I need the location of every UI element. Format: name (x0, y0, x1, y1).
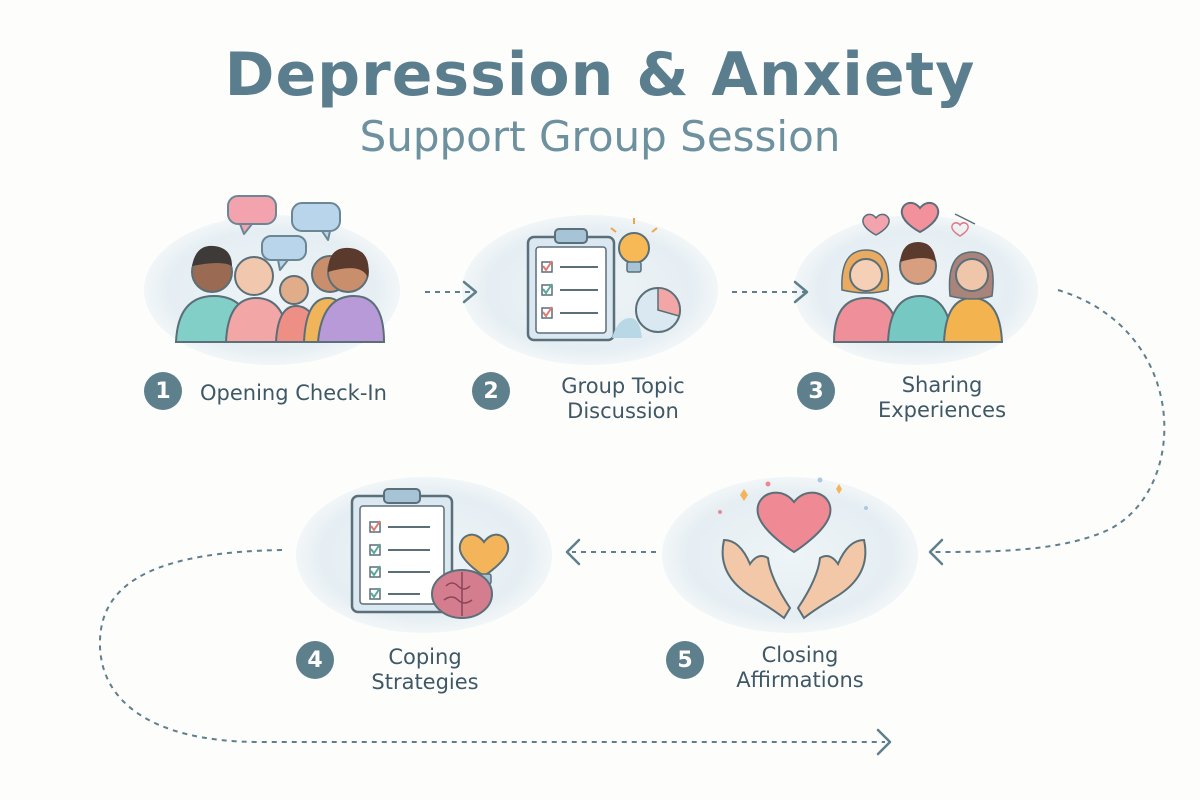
step-3-label-line-1: Sharing (901, 373, 983, 397)
checklist-brain-icon (350, 488, 510, 619)
hands-heart-icon (718, 477, 868, 620)
step-4-label: Coping Strategies (350, 645, 500, 695)
step-1-badge: 1 (144, 372, 182, 410)
step-3-label: Sharing Experiences (852, 373, 1032, 423)
step-2-label-line-2: Discussion (567, 399, 679, 423)
step-4-label-line-2: Strategies (371, 670, 479, 694)
step-2-label-line-1: Group Topic (561, 374, 685, 398)
step-3-illustration (794, 201, 1038, 365)
step-5-label-line-2: Affirmations (736, 668, 864, 692)
step-5-illustration (662, 477, 918, 633)
arrow-1-to-2 (425, 280, 478, 304)
step-4-illustration (296, 477, 552, 633)
step-3-label-line-2: Experiences (877, 398, 1007, 422)
arrow-3-to-5 (928, 289, 1166, 566)
arrow-2-to-3 (732, 280, 809, 304)
step-4-badge: 4 (296, 641, 334, 679)
step-2-badge: 2 (472, 372, 510, 410)
page-subtitle: Support Group Session (359, 112, 841, 161)
step-5-label: Closing Affirmations (720, 643, 880, 693)
step-1-label: Opening Check-In (200, 381, 387, 405)
arrow-5-to-4 (565, 538, 656, 566)
people-talking-icon (174, 195, 386, 343)
step-4-label-line-1: Coping (388, 645, 462, 669)
step-2-illustration (462, 215, 718, 365)
step-1-illustration (144, 195, 400, 365)
step-5-badge: 5 (666, 641, 704, 679)
flow-connectors (98, 280, 1166, 756)
people-hearts-icon (832, 201, 1004, 343)
step-3-badge: 3 (797, 372, 835, 410)
clipboard-lightbulb-icon (526, 218, 681, 342)
step-2-label: Group Topic Discussion (528, 374, 718, 424)
page-title: Depression & Anxiety (224, 40, 976, 110)
arrow-4-to-end (98, 549, 892, 756)
step-5-label-line-1: Closing (761, 643, 839, 667)
